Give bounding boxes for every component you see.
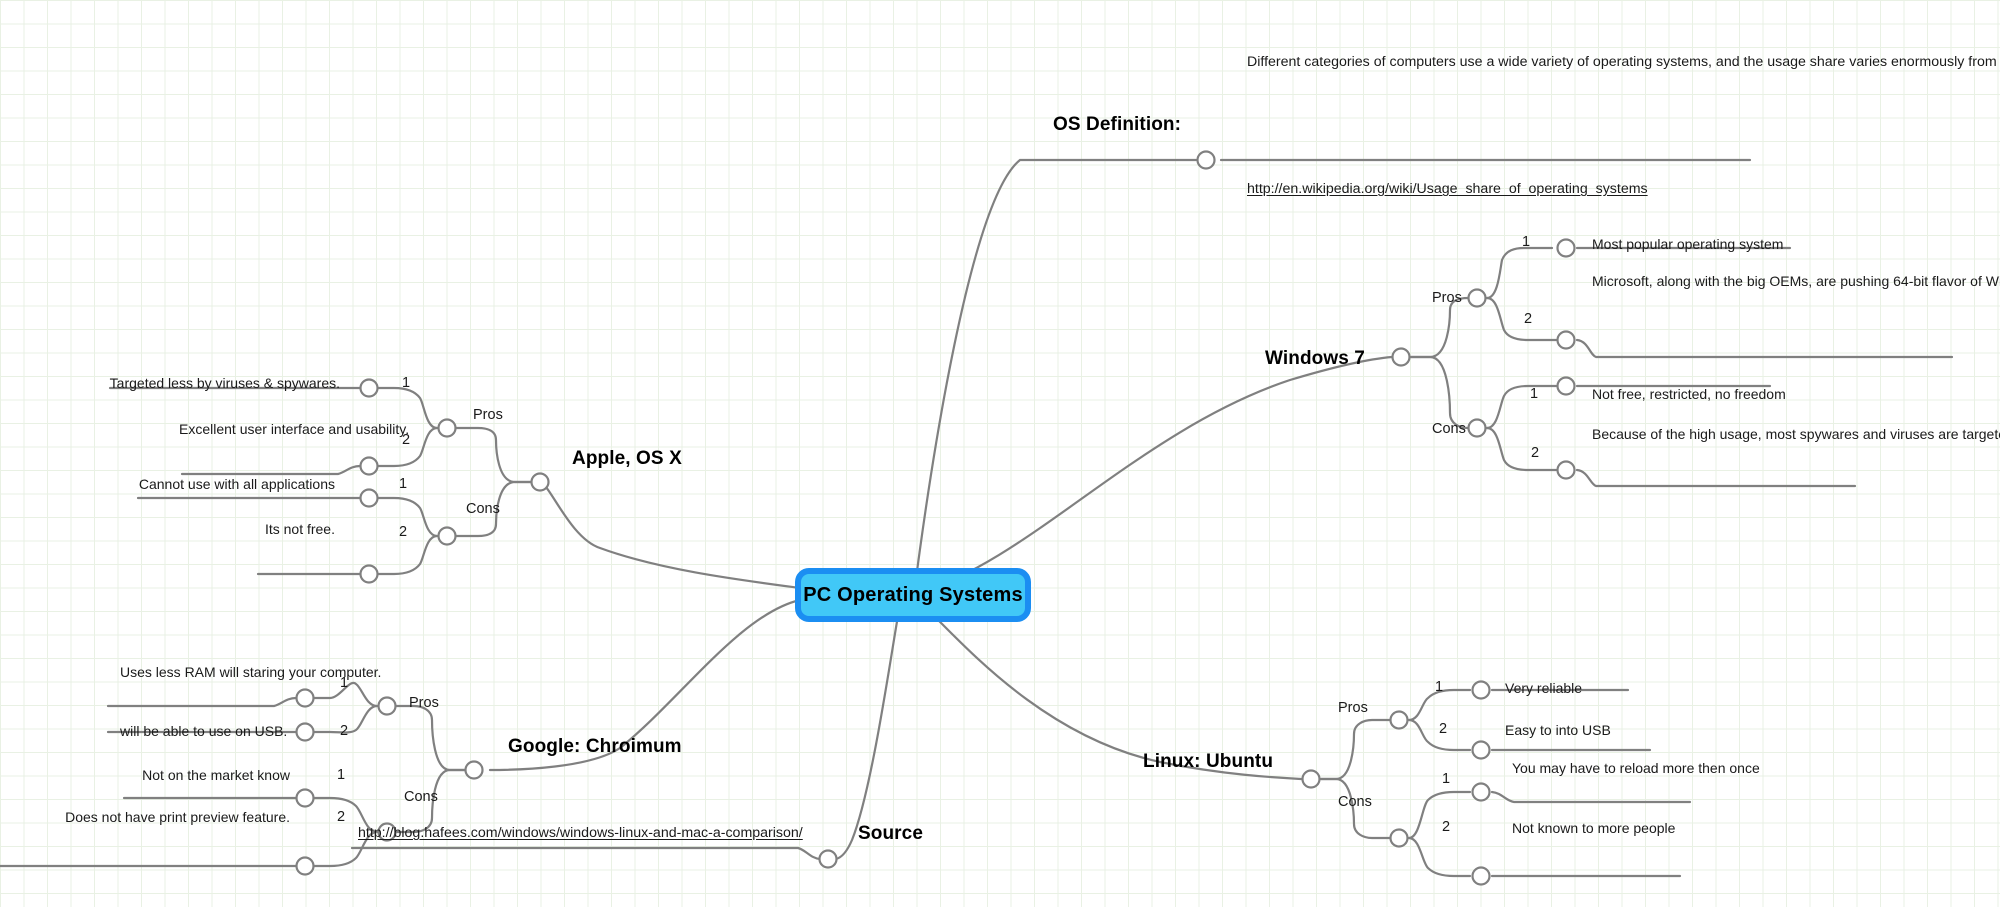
windows7-cons-label: Cons — [1432, 421, 1466, 437]
node-circle-apple-pros — [437, 418, 457, 438]
node-circle-linux-cons-2 — [1471, 866, 1491, 886]
node-circle-chromium — [464, 760, 484, 780]
node-circle-linux-pros — [1389, 710, 1409, 730]
chromium-cons-1-text: Not on the market know — [142, 767, 290, 783]
chromium-pros-2-index: 2 — [339, 723, 349, 739]
branch-title-source[interactable]: Source — [858, 823, 924, 844]
wire-win7-pros-2-underline — [1575, 338, 1954, 359]
chromium-pros-2-text: will be able to use on USB. — [120, 723, 288, 739]
wire-linux-cons-1-underline — [1490, 790, 1692, 804]
windows7-pros-2-index: 2 — [1523, 311, 1533, 327]
windows7-pros-2-text: Microsoft, along with the big OEMs, are … — [1592, 273, 2000, 289]
node-circle-apple-pros-1 — [359, 378, 379, 398]
node-circle-apple-pros-2 — [359, 456, 379, 476]
os-definition-link[interactable]: http://en.wikipedia.org/wiki/Usage_share… — [1247, 181, 1648, 197]
branch-title-chromium[interactable]: Google: Chroimum — [508, 736, 682, 757]
apple-cons-2-text: Its not free. — [264, 521, 335, 537]
wire-chromium-to-pros — [394, 704, 467, 772]
apple-cons-1-text: Cannot use with all applications — [138, 476, 335, 492]
apple-pros-1-text: Targeted less by viruses & spywares. — [109, 375, 340, 391]
node-circle-apple-cons — [437, 526, 457, 546]
windows7-cons-2-index: 2 — [1530, 445, 1540, 461]
linux-cons-2-text: Not known to more people — [1512, 820, 1676, 836]
chromium-pros-1-index: 1 — [339, 675, 349, 691]
wire-apple-pros-2-underline — [180, 464, 362, 476]
chromium-pros-label: Pros — [409, 695, 439, 711]
wire-win7-cons-1 — [1485, 384, 1558, 430]
linux-pros-label: Pros — [1338, 700, 1368, 716]
os-definition-note: Different categories of computers use a … — [1247, 54, 1997, 70]
node-circle-apple-cons-1 — [359, 488, 379, 508]
node-circle-win7-pros — [1467, 288, 1487, 308]
node-circle-chromium-cons-2 — [295, 856, 315, 876]
node-circle-apple-cons-2 — [359, 564, 379, 584]
chromium-cons-label: Cons — [404, 789, 438, 805]
node-circle-linux-cons — [1389, 828, 1409, 848]
wire-source-link-underline — [350, 846, 822, 861]
wire-win7-to-cons — [1409, 355, 1470, 430]
central-node[interactable]: PC Operating Systems — [795, 568, 1031, 622]
apple-pros-2-text: Excellent user interface and usability. — [179, 421, 410, 437]
linux-pros-1-text: Very reliable — [1505, 680, 1583, 696]
node-circle-linux-pros-1 — [1471, 680, 1491, 700]
wire-center-to-win7 — [918, 355, 1394, 594]
central-node-label: PC Operating Systems — [803, 583, 1023, 606]
linux-cons-1-text: You may have to reload more then once — [1512, 760, 1760, 776]
chromium-cons-1-index: 1 — [336, 767, 346, 783]
apple-pros-2-index: 2 — [401, 432, 411, 448]
wire-center-to-apple — [539, 480, 802, 590]
linux-pros-2-index: 2 — [1438, 721, 1448, 737]
wire-win7-cons-2-underline — [1575, 468, 1857, 488]
node-circle-chromium-pros — [377, 696, 397, 716]
apple-pros-1-index: 1 — [401, 375, 411, 391]
windows7-pros-1-index: 1 — [1521, 234, 1531, 250]
linux-cons-1-index: 1 — [1441, 771, 1451, 787]
node-circle-chromium-pros-1 — [295, 688, 315, 708]
node-circle-source — [818, 849, 838, 869]
linux-cons-2-index: 2 — [1441, 819, 1451, 835]
apple-pros-label: Pros — [473, 407, 503, 423]
node-circle-osdef — [1196, 150, 1216, 170]
chromium-pros-1-text: Uses less RAM will staring your computer… — [120, 664, 382, 680]
node-circle-win7-pros-2 — [1556, 330, 1576, 350]
node-circle-linux — [1301, 769, 1321, 789]
wire-linux-cons-2 — [1407, 836, 1472, 878]
wire-linux-to-pros — [1319, 718, 1392, 781]
apple-cons-2-index: 2 — [398, 524, 408, 540]
node-circle-win7-cons — [1467, 418, 1487, 438]
node-circle-linux-cons-1 — [1471, 782, 1491, 802]
linux-pros-1-index: 1 — [1434, 679, 1444, 695]
node-circle-apple — [530, 472, 550, 492]
branch-title-apple[interactable]: Apple, OS X — [572, 448, 682, 469]
branch-title-os-definition[interactable]: OS Definition: — [1053, 114, 1182, 135]
windows7-cons-2-text: Because of the high usage, most spywares… — [1592, 426, 2000, 442]
node-circle-win7-cons-1 — [1556, 376, 1576, 396]
branch-title-windows7[interactable]: Windows 7 — [1265, 348, 1365, 369]
source-link[interactable]: http://blog.hafees.com/windows/windows-l… — [358, 825, 803, 841]
apple-cons-1-index: 1 — [398, 476, 408, 492]
windows7-pros-1-text: Most popular operating system — [1592, 236, 1784, 252]
node-circle-chromium-cons-1 — [295, 788, 315, 808]
node-circle-linux-pros-2 — [1471, 740, 1491, 760]
wire-chromium-pros-1-underline — [106, 696, 298, 708]
linux-cons-label: Cons — [1338, 794, 1372, 810]
wire-apple-to-pros — [454, 426, 533, 484]
linux-pros-2-text: Easy to into USB — [1505, 722, 1611, 738]
windows7-cons-1-text: Not free, restricted, no freedom — [1592, 386, 1786, 402]
apple-cons-label: Cons — [466, 501, 500, 517]
chromium-cons-2-index: 2 — [336, 809, 346, 825]
wire-win7-pros-1 — [1485, 246, 1554, 300]
wire-win7-cons-2 — [1485, 426, 1558, 472]
node-circle-win7 — [1391, 347, 1411, 367]
windows7-pros-label: Pros — [1432, 290, 1462, 306]
chromium-cons-2-text: Does not have print preview feature. — [65, 809, 290, 825]
windows7-cons-1-index: 1 — [1529, 386, 1539, 402]
node-circle-win7-cons-2 — [1556, 460, 1576, 480]
node-circle-win7-pros-1 — [1556, 238, 1576, 258]
branch-title-linux[interactable]: Linux: Ubuntu — [1143, 751, 1274, 772]
wire-center-to-osdef — [912, 158, 1198, 596]
